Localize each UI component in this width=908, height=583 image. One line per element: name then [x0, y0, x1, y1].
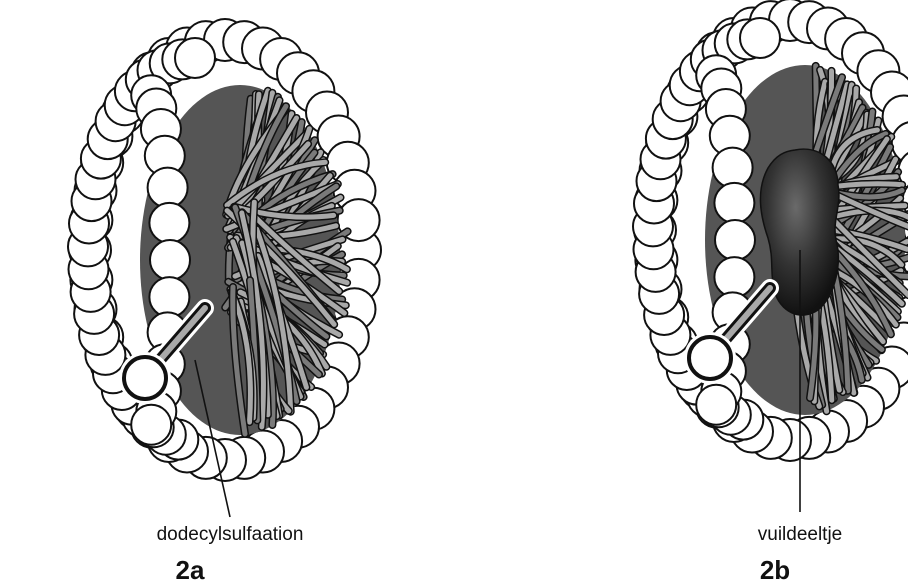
head-group — [150, 240, 190, 280]
head-group — [149, 277, 189, 317]
head-group — [149, 203, 189, 243]
head-group — [696, 385, 736, 425]
head-group — [714, 257, 754, 297]
panel-label-2b: 2b — [760, 555, 790, 583]
head-group — [740, 18, 780, 58]
head-group — [148, 168, 188, 208]
micelle-panel-2a: dodecylsulfaation 2a — [68, 19, 381, 583]
callout-vuildeeltje: vuildeeltje — [758, 524, 843, 545]
panel-label-2a: 2a — [176, 555, 205, 583]
head-group — [131, 405, 171, 445]
highlight-head — [124, 357, 166, 399]
callout-dodecylsulfaation: dodecylsulfaation — [157, 524, 304, 545]
head-group — [715, 220, 755, 260]
head-group — [714, 183, 754, 223]
head-group — [713, 148, 753, 188]
micelle-panel-2b: vuildeeltje 2b — [633, 0, 908, 583]
highlight-head — [689, 337, 731, 379]
head-group — [175, 38, 215, 78]
